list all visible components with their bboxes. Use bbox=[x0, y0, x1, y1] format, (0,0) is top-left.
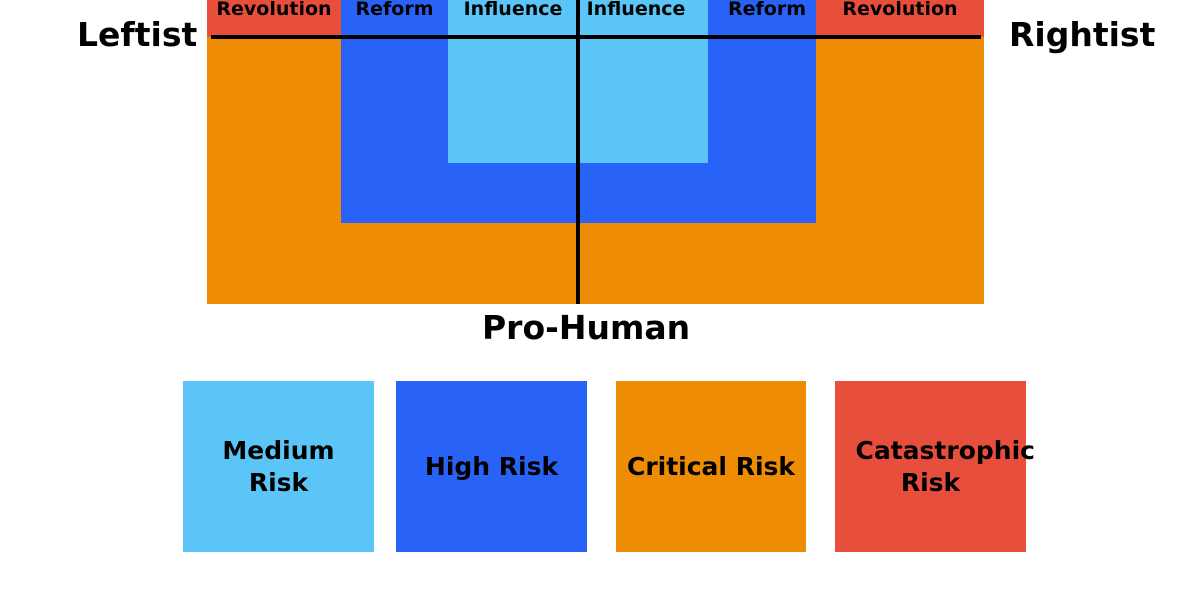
catastrophic-risk-right-band bbox=[816, 0, 984, 37]
legend-label: High Risk bbox=[424, 451, 559, 481]
legend-label: Catastrophic Risk bbox=[855, 436, 1035, 497]
axis-label-rightist: Rightist bbox=[1009, 15, 1156, 54]
band-label-right-revolution: Revolution bbox=[842, 0, 958, 20]
legend-catastrophic-risk: Catastrophic Risk bbox=[835, 381, 1035, 552]
legend-label: Medium Risk bbox=[222, 436, 335, 497]
axis-label-leftist: Leftist bbox=[77, 15, 198, 54]
band-label-left-revolution: Revolution bbox=[216, 0, 332, 20]
vertical-axis bbox=[576, 0, 580, 304]
horizontal-axis bbox=[211, 35, 981, 39]
legend-label: Critical Risk bbox=[626, 451, 796, 481]
legend-high-risk: High Risk bbox=[396, 381, 587, 552]
legend-medium-risk: Medium Risk bbox=[183, 381, 374, 552]
catastrophic-risk-left-band bbox=[207, 0, 341, 37]
band-label-right-reform: Reform bbox=[727, 0, 806, 20]
legend-critical-risk: Critical Risk bbox=[616, 381, 806, 552]
axis-label-pro-human: Pro-Human bbox=[482, 308, 691, 347]
band-label-right-influence: Influence bbox=[586, 0, 686, 20]
band-label-left-reform: Reform bbox=[355, 0, 434, 20]
band-label-left-influence: Influence bbox=[463, 0, 563, 20]
